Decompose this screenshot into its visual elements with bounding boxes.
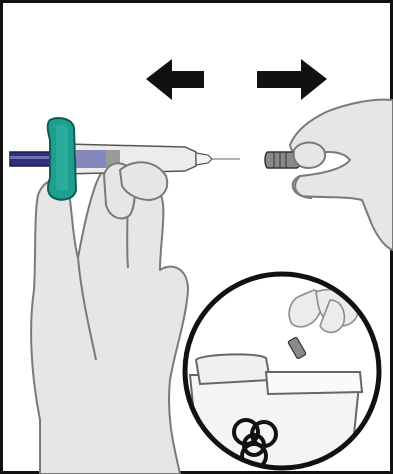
bin-lid xyxy=(196,354,270,384)
flange-highlight xyxy=(56,125,68,191)
right-hand-fingertips xyxy=(294,143,325,169)
bin-opening xyxy=(266,372,362,394)
